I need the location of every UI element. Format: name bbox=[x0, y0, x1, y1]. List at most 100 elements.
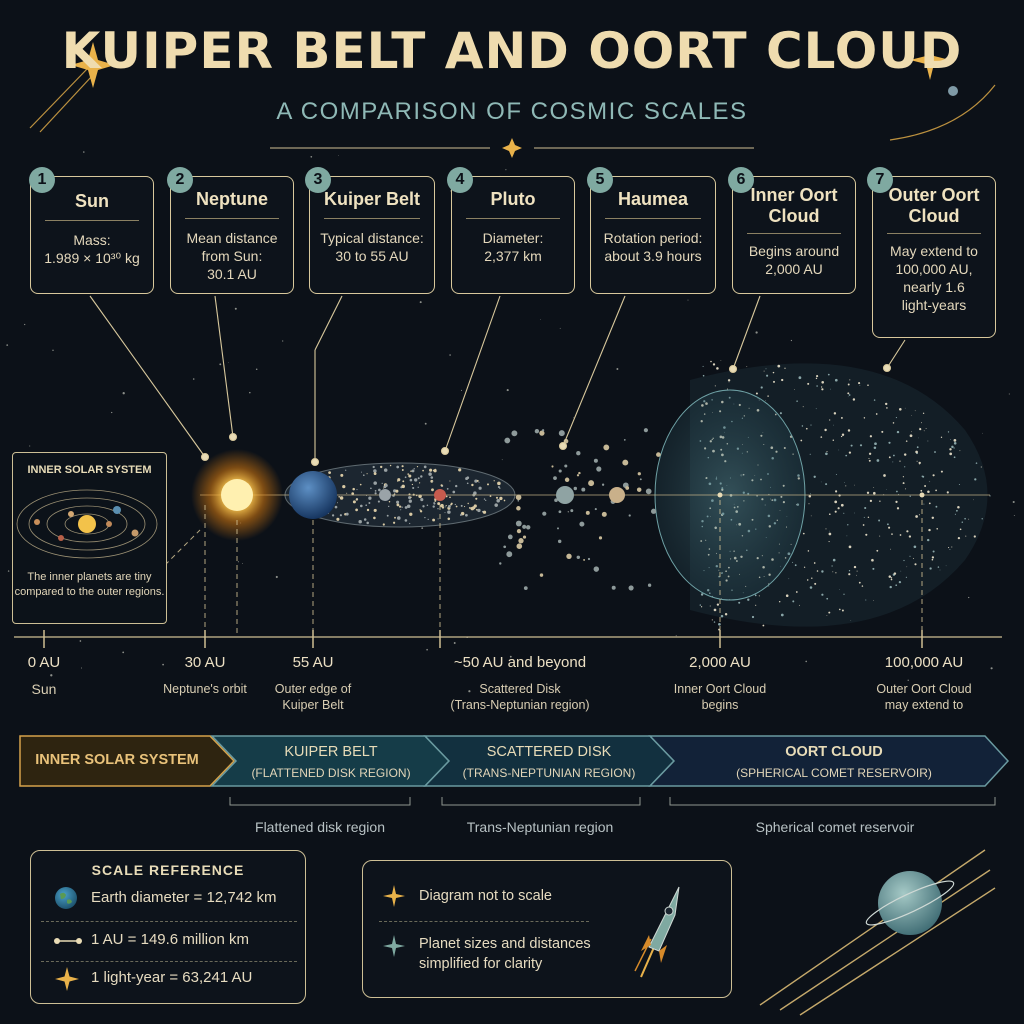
particle bbox=[368, 496, 372, 500]
particle bbox=[495, 496, 499, 499]
particle bbox=[432, 518, 436, 522]
particle bbox=[834, 510, 837, 513]
particle bbox=[476, 479, 479, 482]
particle bbox=[485, 499, 487, 502]
scale-row-earth: Earth diameter = 12,742 km bbox=[41, 883, 297, 922]
particle bbox=[875, 413, 878, 415]
particle bbox=[414, 478, 418, 482]
distance-sub-0: Sun bbox=[31, 681, 57, 697]
particle bbox=[576, 451, 581, 456]
particle bbox=[790, 339, 793, 342]
particle bbox=[989, 495, 991, 497]
card-haumea: Haumea Rotation period: about 3.9 hours bbox=[590, 176, 716, 294]
particle bbox=[829, 419, 831, 421]
particle bbox=[831, 565, 833, 567]
particle bbox=[828, 532, 832, 536]
particle bbox=[919, 427, 921, 429]
particle bbox=[553, 476, 557, 480]
scale-reference-title: SCALE REFERENCE bbox=[91, 862, 245, 878]
particle bbox=[982, 432, 983, 434]
particle bbox=[419, 482, 421, 484]
particle bbox=[953, 447, 955, 449]
particle bbox=[808, 503, 810, 505]
particle bbox=[890, 577, 893, 579]
particle bbox=[374, 492, 377, 495]
particle bbox=[949, 448, 952, 451]
particle bbox=[583, 558, 586, 561]
page-subtitle: A COMPARISON OF COSMIC SCALES bbox=[276, 98, 748, 125]
particle bbox=[352, 500, 356, 504]
particle bbox=[445, 495, 448, 498]
particle bbox=[936, 528, 938, 530]
particle bbox=[840, 435, 843, 438]
particle bbox=[581, 487, 586, 492]
particle bbox=[800, 439, 803, 442]
particle bbox=[834, 500, 838, 504]
axis-markers bbox=[717, 492, 925, 498]
particle bbox=[363, 474, 365, 477]
particle bbox=[525, 525, 531, 530]
particle bbox=[522, 524, 527, 529]
particle bbox=[925, 427, 927, 429]
particle bbox=[496, 499, 500, 503]
particle bbox=[841, 609, 844, 612]
particle bbox=[796, 400, 798, 402]
badge-3: 3 bbox=[305, 167, 331, 193]
particle bbox=[420, 475, 423, 478]
particle bbox=[409, 522, 411, 525]
particle bbox=[628, 585, 634, 591]
badge-2: 2 bbox=[167, 167, 193, 193]
particle bbox=[328, 471, 331, 474]
particle bbox=[711, 619, 713, 621]
particle bbox=[827, 373, 830, 376]
particle bbox=[821, 570, 824, 573]
particle bbox=[622, 459, 629, 466]
particle bbox=[813, 562, 816, 564]
particle bbox=[422, 505, 425, 508]
particle bbox=[497, 481, 501, 486]
particle bbox=[275, 575, 278, 579]
particle bbox=[437, 502, 441, 506]
card-title: Pluto bbox=[490, 189, 536, 209]
particle bbox=[896, 507, 900, 510]
particle bbox=[919, 464, 921, 465]
particle bbox=[373, 516, 376, 520]
particle bbox=[588, 480, 595, 487]
particle bbox=[932, 474, 935, 477]
particle bbox=[780, 613, 784, 617]
particle bbox=[558, 469, 562, 473]
particle bbox=[845, 485, 847, 487]
particle bbox=[763, 370, 765, 372]
pluto-icon bbox=[434, 489, 446, 501]
particle bbox=[6, 344, 9, 346]
particle bbox=[755, 392, 758, 395]
particle bbox=[566, 553, 572, 559]
particle bbox=[858, 382, 861, 385]
particle bbox=[645, 488, 652, 495]
particle bbox=[868, 457, 870, 460]
particle bbox=[755, 604, 757, 606]
particle bbox=[338, 495, 341, 498]
particle bbox=[598, 536, 603, 540]
particle bbox=[444, 506, 446, 508]
particle bbox=[850, 444, 853, 447]
particle bbox=[727, 379, 731, 382]
particle bbox=[716, 367, 719, 370]
particle bbox=[947, 431, 950, 433]
particle bbox=[506, 389, 509, 392]
particle bbox=[820, 481, 822, 483]
particle bbox=[835, 490, 838, 493]
distance-label-5: 100,000 AU bbox=[884, 654, 964, 671]
particle bbox=[355, 508, 358, 512]
particle bbox=[384, 484, 388, 487]
particle bbox=[937, 566, 940, 568]
particle bbox=[585, 510, 590, 515]
particle bbox=[515, 494, 522, 501]
particle bbox=[825, 452, 828, 456]
particle bbox=[557, 527, 559, 530]
particle bbox=[411, 483, 414, 486]
card-pluto: Pluto Diameter: 2,377 km bbox=[451, 176, 575, 294]
particle bbox=[829, 530, 830, 532]
particle bbox=[338, 155, 339, 157]
